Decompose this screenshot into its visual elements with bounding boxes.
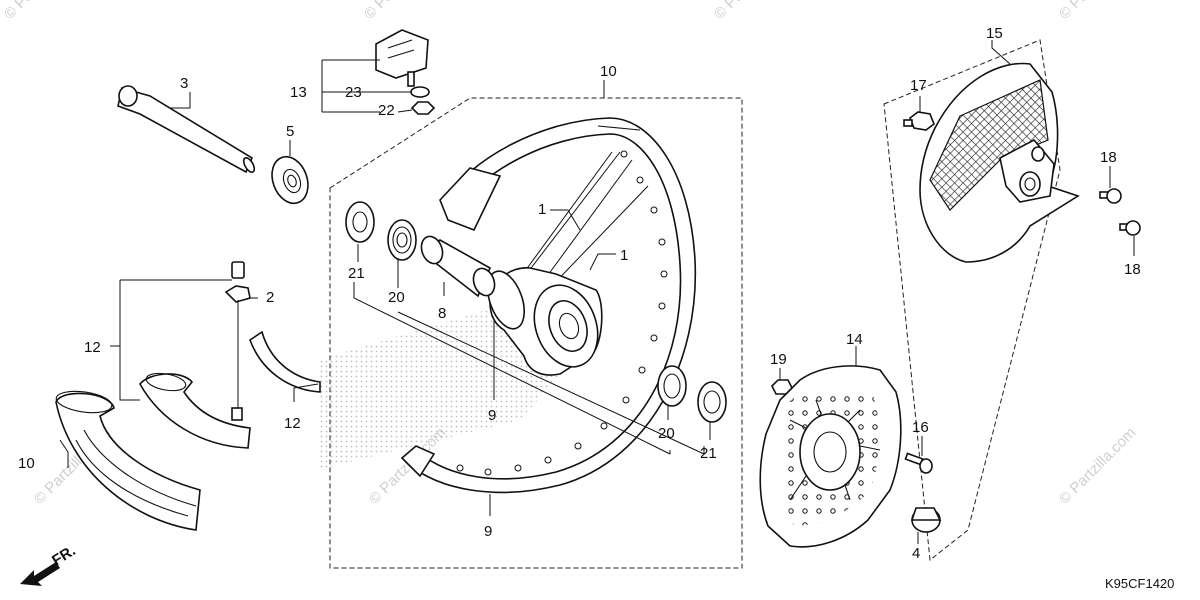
watermark: © Partzilla.com <box>1 0 84 23</box>
label-7: 9 <box>488 407 496 424</box>
label-10: 10 <box>18 455 35 472</box>
watermark: © Partzilla.com <box>361 0 444 23</box>
seal-left <box>387 219 417 261</box>
label-1a: 1 <box>538 201 546 218</box>
leader-lines <box>59 40 1135 544</box>
label-23: 23 <box>345 84 362 101</box>
disc-cover <box>919 62 1080 263</box>
axle-collar <box>271 155 309 205</box>
label-4: 4 <box>912 545 920 562</box>
bearing-left <box>345 201 375 243</box>
watermark: © Partzilla.com <box>1056 0 1139 23</box>
label-14: 14 <box>846 331 863 348</box>
label-22: 22 <box>378 102 395 119</box>
bearing-right <box>697 381 727 423</box>
wheel-assembly-outline <box>329 97 743 569</box>
label-13: 13 <box>290 84 307 101</box>
rim-band <box>249 330 321 393</box>
label-15: 15 <box>986 25 1003 42</box>
inner-tube <box>139 372 251 449</box>
front-direction-indicator: FR. <box>20 542 79 586</box>
rim-lock <box>375 29 436 115</box>
tire <box>55 390 201 531</box>
label-21-right: 21 <box>700 445 717 462</box>
label-9: 9 <box>484 523 492 540</box>
label-5: 5 <box>286 123 294 140</box>
label-20-right: 20 <box>658 425 675 442</box>
label-2: 2 <box>266 289 274 306</box>
label-12: 12 <box>284 415 301 432</box>
label-1b: 1 <box>620 247 628 264</box>
label-16: 16 <box>912 419 929 436</box>
label-18-upper: 18 <box>1100 149 1117 166</box>
seal-right <box>657 365 687 407</box>
watermark: © Partzilla.com <box>711 0 794 23</box>
label-3: 3 <box>180 75 188 92</box>
valve-stem <box>224 261 251 421</box>
label-8: 10 <box>600 63 617 80</box>
bolt-18-lower <box>1119 220 1141 236</box>
label-21-left: 21 <box>348 265 365 282</box>
label-20-left: 20 <box>388 289 405 306</box>
watermark: © Partzilla.com <box>1056 424 1139 507</box>
axle <box>117 85 256 174</box>
bolt-18-upper <box>1099 188 1122 204</box>
label-18-lower: 18 <box>1124 261 1141 278</box>
brake-disc <box>759 365 902 548</box>
diagram-code: K95CF1420 <box>1105 576 1174 591</box>
label-17: 17 <box>910 77 927 94</box>
label-6: 8 <box>438 305 446 322</box>
label-11: 12 <box>84 339 101 356</box>
callouts: 3 5 13 23 22 10 1 1 2 12 12 10 21 20 8 9… <box>18 25 1141 562</box>
disc-assembly-outline <box>883 39 1061 561</box>
nut-19 <box>771 379 793 395</box>
bolt-16 <box>904 452 933 474</box>
wheel-rim <box>400 117 697 494</box>
distance-collar <box>420 235 496 298</box>
label-19: 19 <box>770 351 787 368</box>
collar-4 <box>910 507 942 533</box>
bolt-17 <box>903 111 935 131</box>
